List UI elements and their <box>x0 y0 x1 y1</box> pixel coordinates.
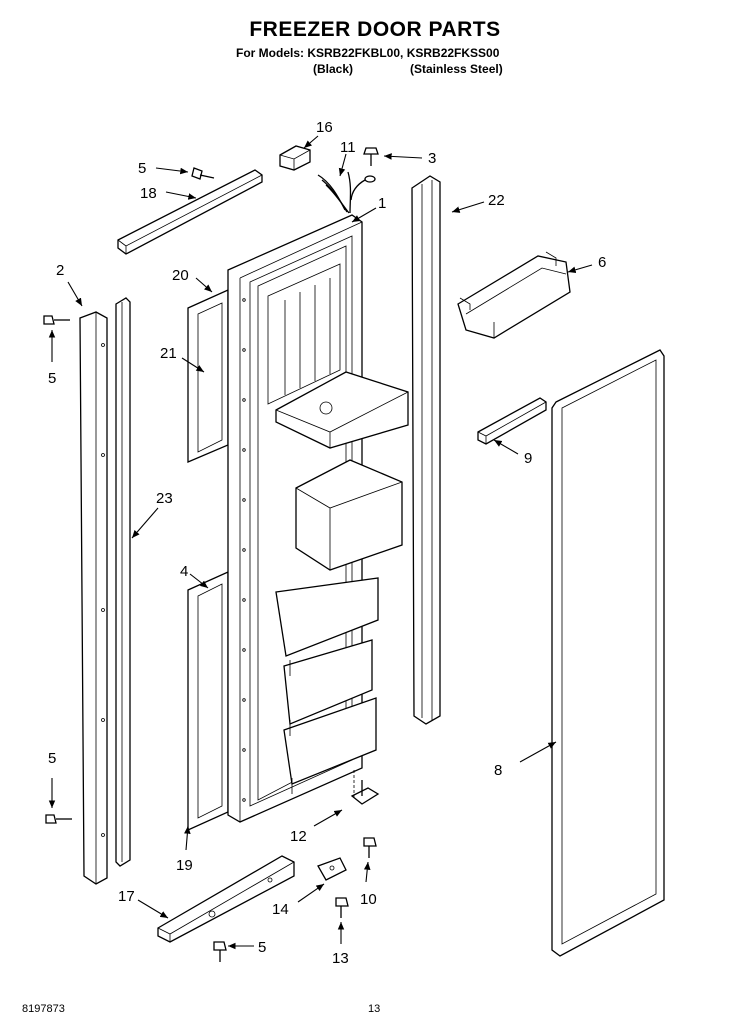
part-5-screw-top <box>191 167 215 180</box>
callout-12: 12 <box>290 828 307 845</box>
part-12-hinge-pin <box>350 770 380 805</box>
callout-21: 21 <box>160 345 177 362</box>
callout-10: 10 <box>360 891 377 908</box>
callout-5-left-upper: 5 <box>48 370 56 387</box>
page-number: 13 <box>368 1003 381 1015</box>
part-8-door-gasket <box>551 349 665 957</box>
part-1-freezer-door <box>227 214 409 823</box>
page-title: FREEZER DOOR PARTS <box>249 18 501 41</box>
part-14-hinge-bracket <box>317 857 347 881</box>
callout-19: 19 <box>176 857 193 874</box>
callout-22: 22 <box>488 192 505 209</box>
callout-11: 11 <box>340 139 356 156</box>
part-9-bracket <box>477 397 547 445</box>
leader-lines <box>48 135 593 950</box>
callout-5-bottom: 5 <box>258 939 266 956</box>
callout-18: 18 <box>140 185 157 202</box>
callout-4: 4 <box>180 563 188 580</box>
callout-5-left-lower: 5 <box>48 750 56 767</box>
part-5-screw-left-lower <box>45 814 72 824</box>
part-23-gasket-strip <box>115 297 131 867</box>
part-22-right-strip <box>411 175 441 725</box>
callout-3: 3 <box>428 150 436 167</box>
callout-9: 9 <box>524 450 532 467</box>
part-17-bottom-trim <box>157 855 295 943</box>
part-3-screw <box>363 147 379 166</box>
callout-2: 2 <box>56 262 64 279</box>
callout-13: 13 <box>332 950 349 967</box>
variant-stainless: (Stainless Steel) <box>410 62 503 76</box>
callout-23: 23 <box>156 490 173 507</box>
part-4-lower-panel <box>187 570 229 832</box>
callout-14: 14 <box>272 901 289 918</box>
part-11-wire-harness <box>317 171 376 214</box>
variant-black: (Black) <box>313 62 354 76</box>
document-number: 8197873 <box>22 1003 65 1015</box>
part-13-screw <box>335 897 349 918</box>
callout-1: 1 <box>378 195 386 212</box>
model-numbers: For Models: KSRB22FKBL00, KSRB22FKSS00 <box>236 46 500 60</box>
callout-20: 20 <box>172 267 189 284</box>
part-10-screw <box>363 837 377 858</box>
part-18-top-trim <box>117 169 263 255</box>
part-6-handle-bin <box>457 251 571 339</box>
part-20-upper-panel <box>187 288 229 463</box>
part-5-screw-left-upper <box>43 315 70 325</box>
part-5-screw-bottom <box>213 941 227 962</box>
part-2-side-trim <box>79 311 108 885</box>
callout-5-top: 5 <box>138 160 146 177</box>
part-16-connector <box>279 145 311 171</box>
callout-17: 17 <box>118 888 135 905</box>
callout-8: 8 <box>494 762 502 779</box>
callout-6: 6 <box>598 254 606 271</box>
callout-16: 16 <box>316 119 333 136</box>
